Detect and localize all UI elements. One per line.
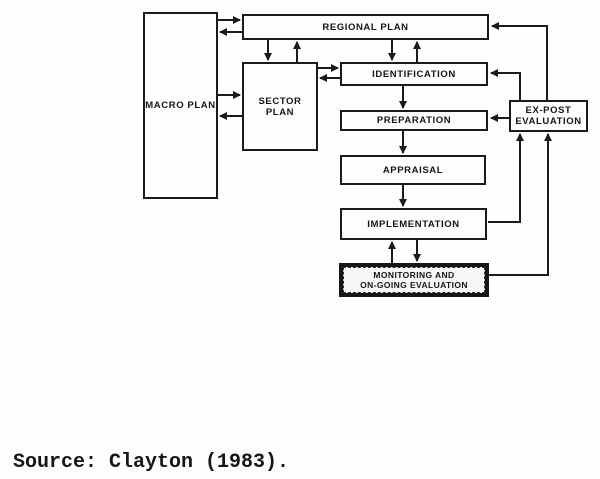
node-ex-post-label-line1: EX-POST <box>525 105 572 116</box>
node-ex-post-label-line2: EVALUATION <box>515 116 582 127</box>
node-preparation-label: PREPARATION <box>376 115 452 126</box>
node-identification-label: IDENTIFICATION <box>372 68 456 80</box>
node-sector-plan-label: SECTOR PLAN <box>258 95 302 118</box>
node-monitoring-label-line2: ON-GOING EVALUATION <box>360 280 468 290</box>
node-identification: IDENTIFICATION <box>340 62 488 86</box>
node-appraisal: APPRAISAL <box>340 155 486 185</box>
node-regional-plan: REGIONAL PLAN <box>242 14 489 40</box>
node-monitoring: MONITORING AND ON-GOING EVALUATION <box>339 263 489 297</box>
node-implementation: IMPLEMENTATION <box>340 208 487 240</box>
node-monitoring-label-line1: MONITORING AND <box>373 270 455 280</box>
edge-expost-to-identification <box>490 69 521 100</box>
node-macro-plan: MACRO PLAN <box>143 12 218 199</box>
node-preparation: PREPARATION <box>340 110 488 131</box>
source-caption: Source: Clayton (1983). <box>13 451 290 474</box>
node-monitoring-inner: MONITORING AND ON-GOING EVALUATION <box>343 267 485 293</box>
edge-expost-to-regional <box>491 22 548 100</box>
edge-monitoring-to-expost <box>489 133 552 276</box>
node-implementation-label: IMPLEMENTATION <box>367 218 460 230</box>
node-regional-plan-label: REGIONAL PLAN <box>322 21 409 33</box>
edge-implementation-to-expost <box>488 133 524 223</box>
node-ex-post-evaluation: EX-POST EVALUATION <box>509 100 588 132</box>
node-macro-plan-label: MACRO PLAN <box>145 100 216 111</box>
node-appraisal-label: APPRAISAL <box>382 164 444 176</box>
node-sector-plan: SECTOR PLAN <box>242 62 318 151</box>
